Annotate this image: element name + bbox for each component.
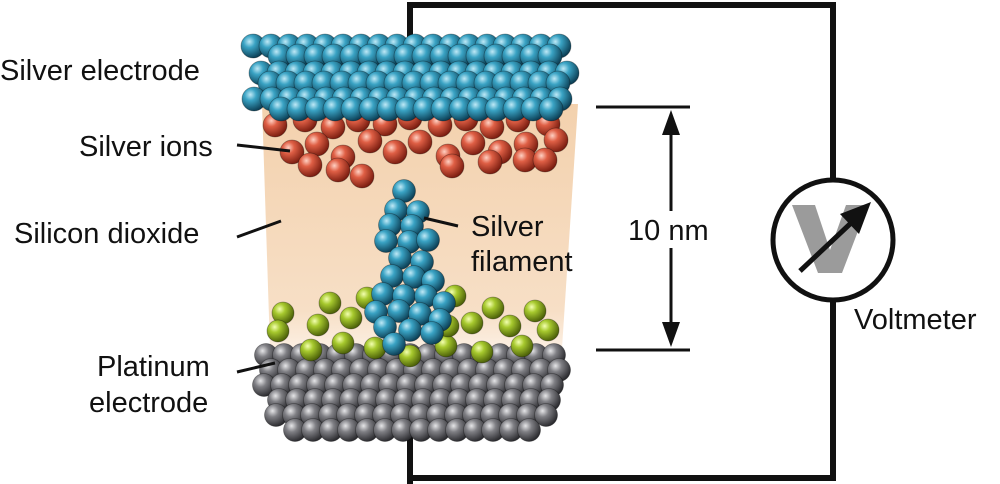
label-thickness: 10 nm <box>628 215 709 247</box>
silver-ion <box>407 129 433 155</box>
dopant-atom <box>398 344 422 368</box>
atom-layer-front <box>240 33 580 122</box>
silver-ion <box>349 163 375 189</box>
dopant-atom <box>318 291 342 315</box>
silver-electrode-atom <box>538 96 564 122</box>
silver-ion <box>325 157 351 183</box>
dopant-atom <box>331 331 355 355</box>
dopant-atom <box>470 340 494 364</box>
platinum-atom <box>534 403 558 427</box>
dopant-atom <box>536 318 560 342</box>
atom-layer-back <box>252 343 571 442</box>
silver-ion <box>357 128 383 154</box>
silver-filament-atom <box>420 321 444 345</box>
label-platinum-line2: electrode <box>89 387 208 419</box>
silver-filament-atom <box>374 229 398 253</box>
silver-ion <box>439 153 465 179</box>
label-silicon-dioxide: Silicon dioxide <box>14 218 199 250</box>
dopant-atom <box>460 311 484 335</box>
dopant-atom <box>339 306 363 330</box>
silver-ion <box>477 149 503 175</box>
voltmeter-icon <box>770 177 896 303</box>
platinum-atom <box>517 418 541 442</box>
label-voltmeter: Voltmeter <box>854 304 977 336</box>
silver-ion <box>532 147 558 173</box>
silver-ion <box>304 131 330 157</box>
label-silver-electrode: Silver electrode <box>0 55 200 87</box>
dopant-atom <box>498 314 522 338</box>
silver-filament-atom <box>382 332 406 356</box>
dopant-atom <box>266 319 290 343</box>
silver-ion <box>382 139 408 165</box>
label-silver-ions: Silver ions <box>79 131 213 163</box>
dopant-atom <box>481 296 505 320</box>
dopant-atom <box>306 313 330 337</box>
dopant-atom <box>299 338 323 362</box>
silver-filament-atom <box>416 228 440 252</box>
label-filament-line2: filament <box>471 246 573 278</box>
silver-ion <box>460 130 486 156</box>
label-filament-line1: Silver <box>471 211 544 243</box>
thickness-dimension <box>596 105 690 352</box>
silver-ion <box>543 127 569 153</box>
label-platinum-line1: Platinum <box>97 351 210 383</box>
dopant-atom <box>510 334 534 358</box>
silver-ion <box>297 152 323 178</box>
dopant-atom <box>523 299 547 323</box>
leader-lines <box>236 143 459 374</box>
silver-ion <box>279 139 305 165</box>
